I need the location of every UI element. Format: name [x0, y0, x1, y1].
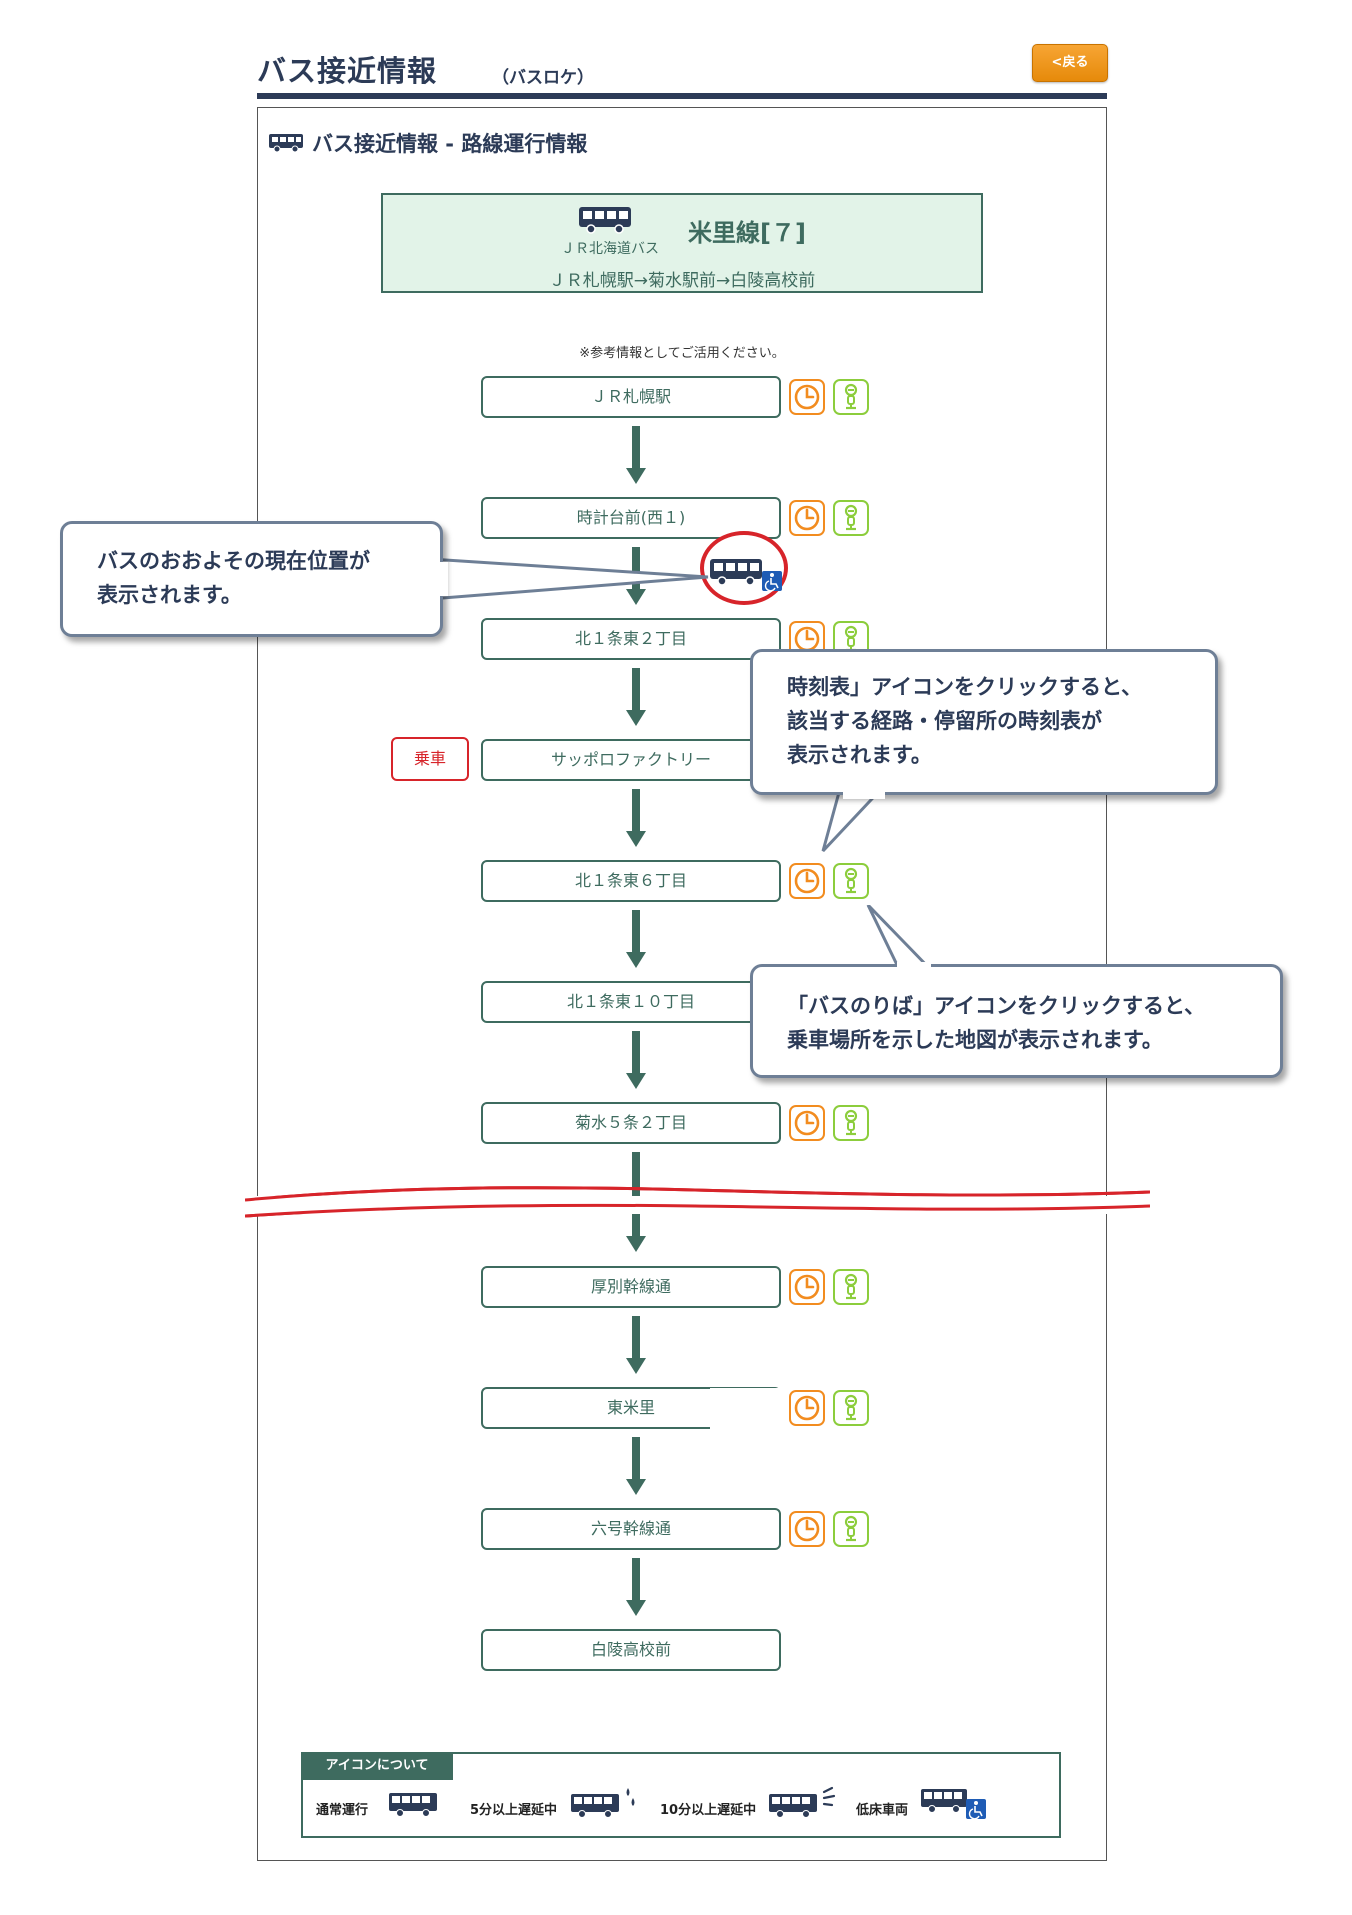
legend-title: アイコンについて	[301, 1752, 453, 1780]
legend-label: 10分以上遅延中	[660, 1803, 757, 1818]
page-title: バス接近情報	[257, 54, 438, 88]
callout-line: 「バスのりば」アイコンをクリックすると、	[787, 994, 1206, 1018]
section-title: バス接近情報 - 路線運行情報	[312, 132, 588, 156]
icon-legend	[301, 1752, 1061, 1838]
legend-label: 5分以上遅延中	[470, 1803, 558, 1818]
timetable-clock-icon[interactable]	[789, 1269, 825, 1305]
callout-joint	[843, 791, 885, 799]
route-arrow	[632, 668, 640, 710]
timetable-clock-icon[interactable]	[789, 863, 825, 899]
callout-line: 表示されます。	[787, 743, 932, 767]
timetable-clock-icon[interactable]	[789, 1390, 825, 1426]
mask-patch	[710, 1388, 786, 1434]
bus-stop-pole-icon[interactable]	[833, 1511, 869, 1547]
timetable-clock-icon[interactable]	[789, 1511, 825, 1547]
stop-item[interactable]: 厚別幹線通	[481, 1266, 781, 1308]
boarding-tag: 乗車	[391, 737, 469, 781]
route-arrow-head	[626, 1236, 646, 1252]
route-arrow	[632, 1031, 640, 1073]
callout-line: 時刻表」アイコンをクリックすると、	[787, 675, 1143, 699]
route-arrow-head	[626, 710, 646, 726]
timetable-clock-icon[interactable]	[789, 500, 825, 536]
bus-stop-pole-icon[interactable]	[833, 1269, 869, 1305]
route-arrow-head	[626, 468, 646, 484]
route-arrow	[632, 547, 640, 589]
route-arrow-head	[626, 1358, 646, 1374]
callout-joint	[897, 962, 931, 970]
bus-normal-icon	[389, 1793, 437, 1817]
stop-item[interactable]: 六号幹線通	[481, 1508, 781, 1550]
route-arrow-head	[626, 1073, 646, 1089]
bus-stop-pole-icon[interactable]	[833, 500, 869, 536]
bus-icon	[269, 134, 303, 153]
route-arrow	[632, 789, 640, 831]
callout-line: 乗車場所を示した地図が表示されます。	[787, 1028, 1163, 1052]
bus-stop-pole-icon[interactable]	[833, 863, 869, 899]
callout-bus-stop-map: 「バスのりば」アイコンをクリックすると、 乗車場所を示した地図が表示されます。	[750, 964, 1283, 1078]
stop-item[interactable]: 北１条東２丁目	[481, 618, 781, 660]
route-arrow	[632, 1152, 640, 1236]
stop-item[interactable]: 北１条東６丁目	[481, 860, 781, 902]
stop-item[interactable]: 北１条東１０丁目	[481, 981, 781, 1023]
title-divider	[257, 93, 1107, 99]
route-arrow-head	[626, 952, 646, 968]
callout-line: バスのおおよその現在位置が	[97, 549, 370, 573]
route-arrow-head	[626, 1479, 646, 1495]
route-arrow	[632, 1558, 640, 1600]
legend-label: 低床車両	[856, 1803, 909, 1818]
callout-bus-position: バスのおおよその現在位置が 表示されます。	[60, 521, 443, 637]
route-company: ＪＲ北海道バス	[561, 241, 659, 257]
callout-line: 該当する経路・停留所の時刻表が	[787, 709, 1102, 733]
section-heading: バス接近情報 - 路線運行情報	[268, 128, 587, 158]
route-arrow	[632, 910, 640, 952]
bus-delay-5-icon	[571, 1788, 635, 1818]
bus-stop-pole-icon[interactable]	[833, 379, 869, 415]
timetable-clock-icon[interactable]	[789, 1105, 825, 1141]
route-arrow	[632, 1316, 640, 1358]
break-line-overlay	[245, 1186, 1150, 1218]
route-arrow	[632, 426, 640, 468]
route-path: ＪＲ札幌駅→菊水駅前→白陵高校前	[548, 271, 816, 291]
route-arrow-head	[626, 831, 646, 847]
stop-item[interactable]: 白陵高校前	[481, 1629, 781, 1671]
callout-pointer	[821, 785, 888, 853]
bus-low-floor-icon	[921, 1789, 986, 1820]
bus-stop-pole-icon[interactable]	[833, 1105, 869, 1141]
callout-joint	[438, 562, 448, 596]
stop-item[interactable]: サッポロファクトリー	[481, 739, 781, 781]
bus-stop-pole-icon[interactable]	[833, 1390, 869, 1426]
reference-note: ※参考情報としてご活用ください。	[579, 346, 785, 361]
route-arrow-head	[626, 589, 646, 605]
route-bus-icon	[578, 205, 632, 239]
bus-low-floor-icon[interactable]	[708, 555, 784, 593]
route-name: 米里線[７]	[688, 219, 806, 247]
route-info-box	[381, 193, 983, 293]
callout-timetable: 時刻表」アイコンをクリックすると、 該当する経路・停留所の時刻表が 表示されます…	[750, 649, 1218, 795]
timetable-clock-icon[interactable]	[789, 379, 825, 415]
page-subtitle: （バスロケ）	[492, 68, 594, 88]
legend-label: 通常運行	[316, 1803, 369, 1818]
bus-delay-10-icon	[769, 1786, 836, 1818]
callout-pointer	[430, 557, 709, 601]
stop-item[interactable]: 菊水５条２丁目	[481, 1102, 781, 1144]
back-button[interactable]: <戻る	[1032, 44, 1108, 82]
stop-item[interactable]: ＪＲ札幌駅	[481, 376, 781, 418]
route-arrow	[632, 1437, 640, 1479]
route-arrow-head	[626, 1600, 646, 1616]
callout-line: 表示されます。	[97, 583, 242, 607]
